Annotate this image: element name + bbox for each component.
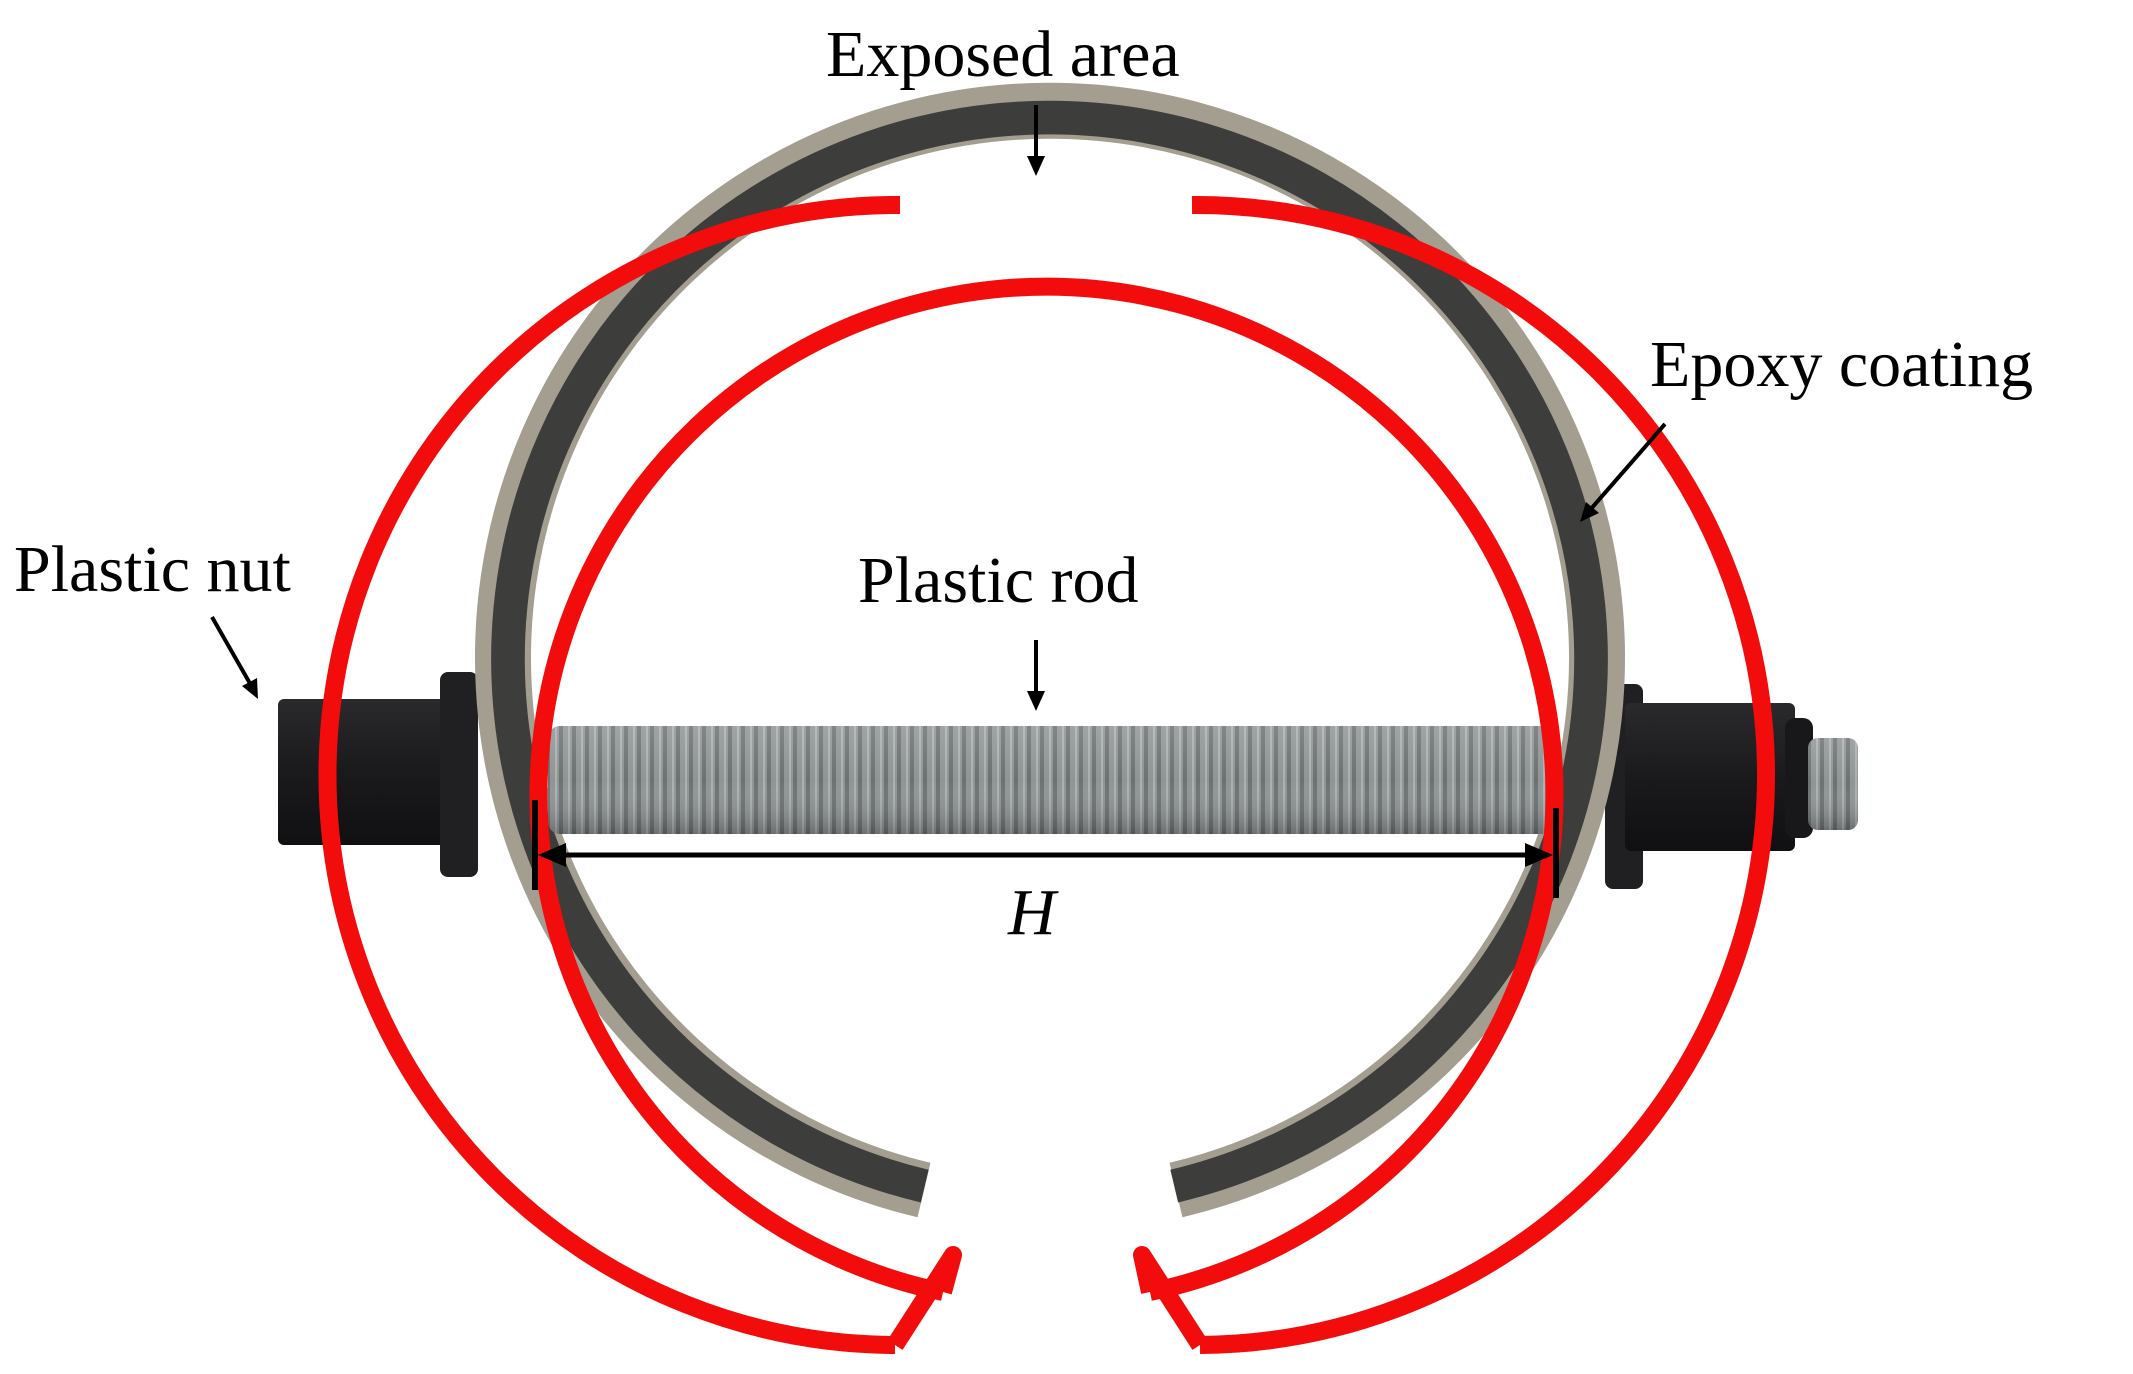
- dimension-arrow-right: [1525, 843, 1553, 867]
- epoxy-coating-end-right: [1133, 1246, 1208, 1350]
- diagonal-arrow-icon: [210, 616, 258, 699]
- epoxy-coating-outer-right: [1191, 195, 1775, 1354]
- epoxy-coating-inner: [529, 277, 1564, 1301]
- pointer-arrows: [210, 105, 1667, 711]
- down-arrow-icon: [1027, 640, 1045, 711]
- left-nut-washer: [440, 672, 478, 877]
- epoxy-coating-end-left: [887, 1246, 962, 1350]
- diagonal-arrow-icon: [1580, 422, 1667, 522]
- right-nut-chamfer: [1785, 718, 1813, 838]
- left-nut-hex: [278, 699, 450, 845]
- label-plastic-rod: Plastic rod: [858, 544, 1139, 617]
- dimension-h: [532, 800, 1559, 898]
- dimension-arrow-left: [538, 843, 566, 867]
- label-plastic-nut: Plastic nut: [14, 533, 291, 606]
- steel-ring: [475, 82, 1625, 1218]
- label-dimension-h: H: [1008, 876, 1056, 949]
- epoxy-coating: [318, 195, 1775, 1354]
- label-exposed-area: Exposed area: [826, 18, 1180, 91]
- plastic-rod: [548, 726, 1558, 834]
- right-nut: [1605, 684, 1813, 889]
- right-nut-hex: [1625, 703, 1795, 851]
- down-arrow-icon: [1027, 105, 1045, 176]
- left-nut: [278, 672, 478, 877]
- epoxy-coating-outer-left: [318, 195, 901, 1354]
- rod-end: [1808, 738, 1858, 830]
- label-epoxy-coating: Epoxy coating: [1650, 328, 2034, 401]
